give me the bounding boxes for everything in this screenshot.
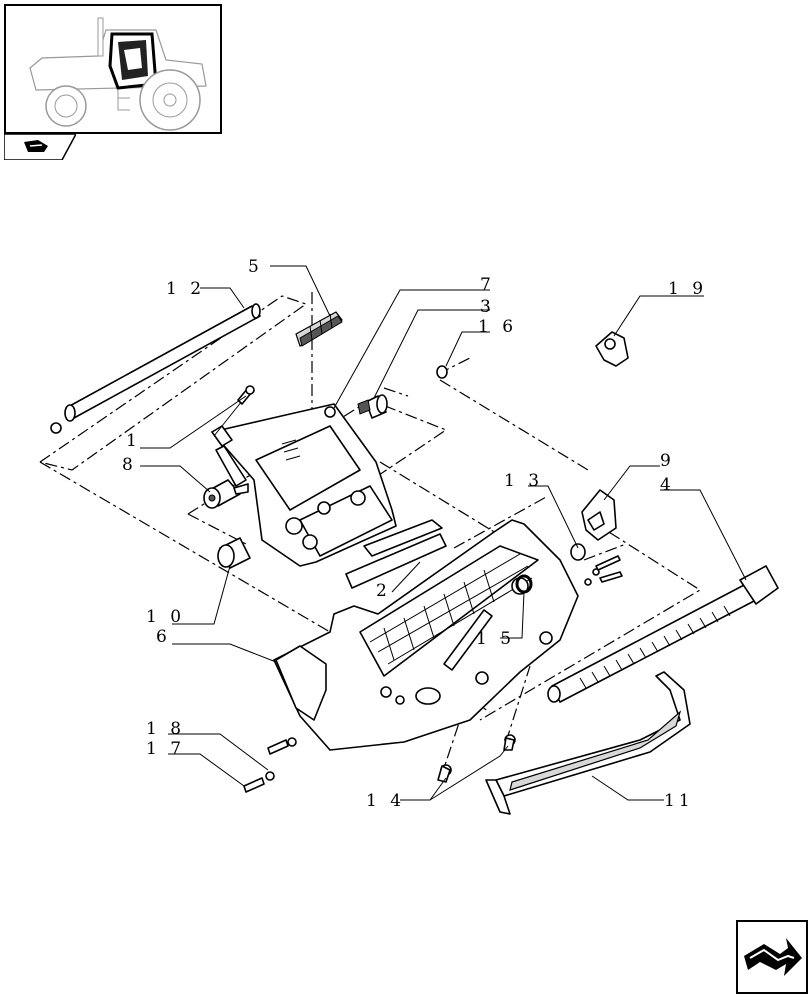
bushing-part-3	[357, 394, 388, 419]
thumbnail-tab	[3, 133, 78, 164]
callout-7: 7	[480, 275, 495, 295]
callout-19: 1 9	[668, 279, 707, 299]
pad-part-5	[295, 311, 343, 347]
callout-10: 1 0	[146, 607, 185, 627]
callout-18: 1 8	[146, 719, 185, 739]
leader-lines	[140, 265, 747, 801]
housing-part-6	[273, 519, 579, 751]
bushing-part-10	[217, 537, 251, 569]
handle-part-11	[485, 671, 691, 815]
clamp-part-19	[595, 331, 629, 367]
callout-16: 1 6	[478, 317, 517, 337]
bolts-bottom	[437, 734, 516, 783]
assembly-lines	[39, 292, 702, 781]
callout-3: 3	[480, 297, 495, 317]
callout-2: 2	[376, 581, 391, 601]
pin-part-1	[237, 385, 255, 405]
next-page-arrow-icon[interactable]	[736, 920, 808, 994]
callout-4: 4	[660, 475, 675, 495]
clamp-part-9	[581, 489, 617, 541]
bars-part-2	[345, 519, 447, 589]
threaded-rod-part-4	[547, 565, 779, 703]
callout-8: 8	[122, 455, 137, 475]
callout-6: 6	[156, 627, 171, 647]
callout-9: 9	[660, 451, 675, 471]
bracket-part-7	[211, 395, 397, 567]
callout-1: 1	[126, 431, 141, 451]
washer-part-13	[570, 543, 586, 561]
clip-part-16	[436, 365, 448, 379]
bolts-left	[243, 737, 297, 793]
callout-14: 1 4	[366, 791, 405, 811]
tractor-thumbnail	[4, 4, 222, 134]
bushing-part-8	[203, 479, 249, 509]
bolts-right	[584, 555, 623, 586]
callout-11: 11	[664, 791, 694, 811]
callout-17: 1 7	[146, 739, 185, 759]
tractor-icon	[29, 17, 207, 131]
callout-13: 1 3	[504, 471, 543, 491]
rod-part-12	[50, 303, 261, 434]
callout-12: 1 2	[166, 279, 205, 299]
callout-15: 1 5	[476, 629, 515, 649]
callout-labels: 1 2 5 7 3 1 6 1 9 1 8 9 4 1 3 1 0 6 2 1 …	[122, 257, 707, 811]
callout-5: 5	[248, 257, 263, 277]
